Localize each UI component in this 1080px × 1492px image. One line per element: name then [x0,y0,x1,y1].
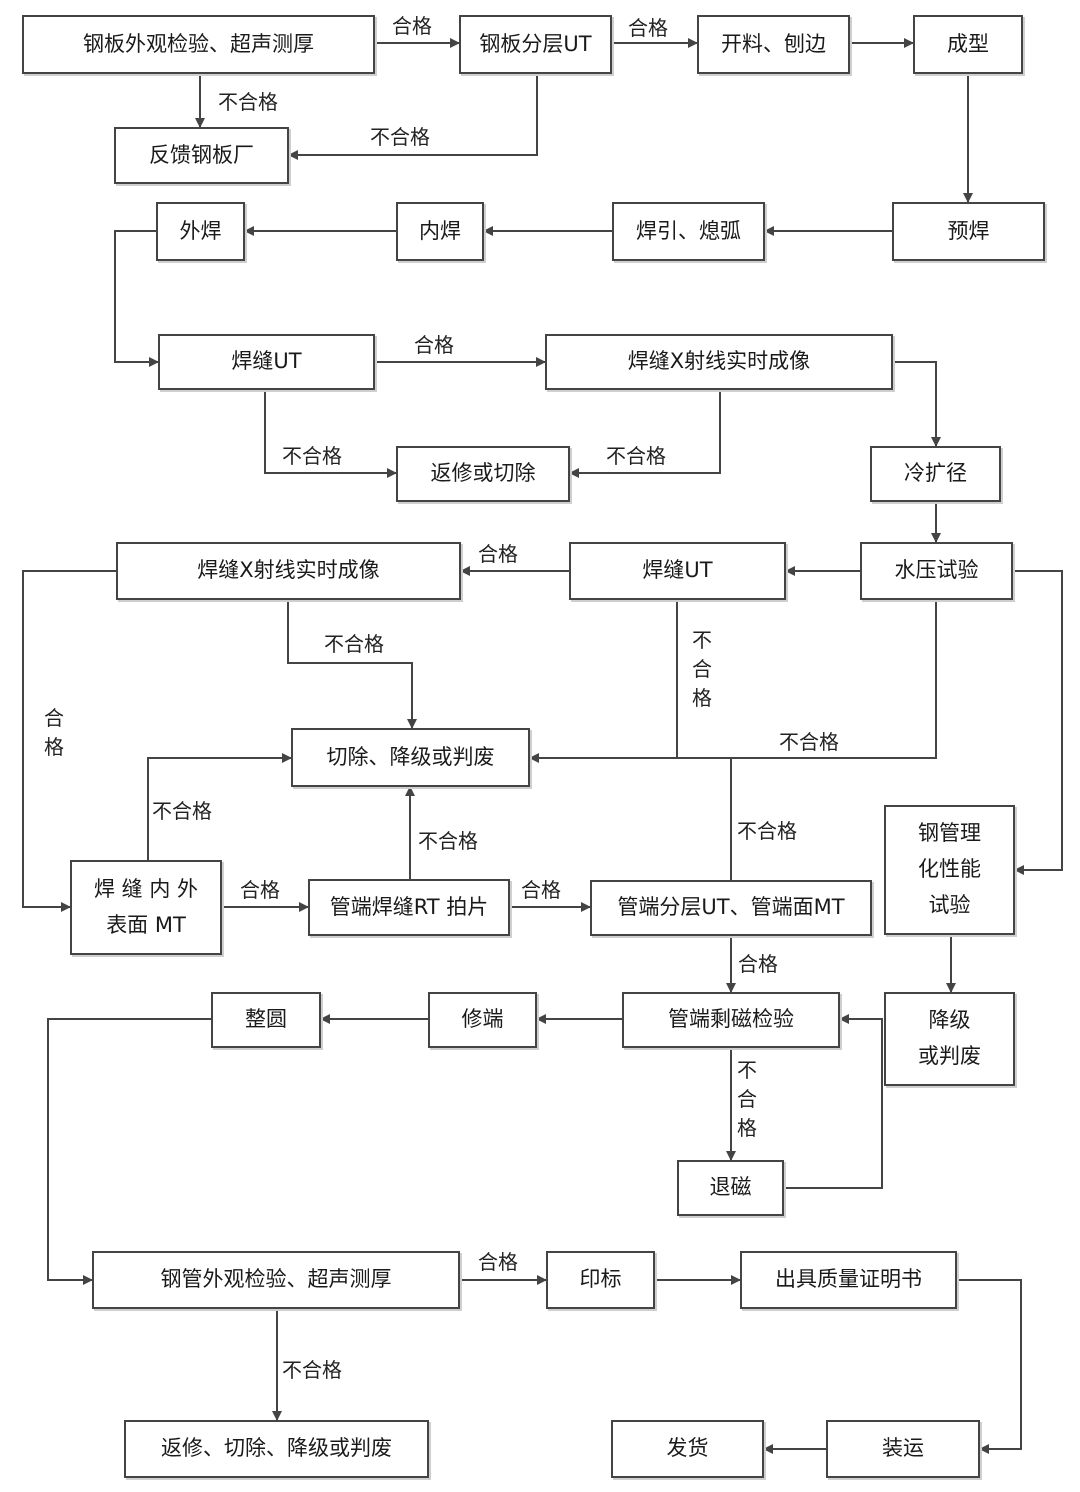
label-fail: 不合格 [737,819,797,843]
label-fail: 不合格 [324,632,384,656]
node-repair-or-cut: 返修或切除 [396,446,570,502]
node-pipe-end-ut-mt: 管端分层UT、管端面MT [590,880,872,936]
arrow-xray-to-coldexpand [893,361,941,447]
label-fail: 不合格 [282,444,342,468]
node-plate-inspection: 钢板外观检验、超声测厚 [22,15,375,74]
node-quality-certificate: 出具质量证明书 [740,1251,957,1309]
label-pass: 合格 [521,878,561,902]
arrow-weldut-to-repair [264,390,397,478]
arrow-demag-to-magnetic [784,1014,883,1189]
label-fail: 不合格 [418,829,478,853]
node-plate-ut: 钢板分层UT [459,15,612,74]
node-arc-strike-extinguish: 焊引、熄弧 [612,202,765,261]
arrow-xray2-to-mt [22,570,116,912]
node-cold-expansion: 冷扩径 [870,446,1001,502]
label-fail: 不合格 [152,799,212,823]
node-forming: 成型 [913,15,1023,74]
label-fail: 不合格 [606,444,666,468]
arrow-xray-to-repair [569,390,721,478]
label-pass: 合格 [738,952,778,976]
label-pass: 合格 [240,878,280,902]
node-cutting-edging: 开料、刨边 [697,15,850,74]
node-pipe-end-rt: 管端焊缝RT 拍片 [308,879,510,936]
node-pipe-inspection: 钢管外观检验、超声测厚 [92,1251,460,1309]
node-final-repair-reject: 返修、切除、降级或判废 [124,1420,429,1478]
node-weld-surface-mt: 焊 缝 内 外 表面 MT [70,860,222,955]
line-hydro-fail [677,600,937,759]
label-fail: 不合格 [218,90,278,114]
label-fail: 不合格 [370,125,430,149]
arrow-hydro-to-props [1013,570,1063,875]
label-fail-vertical: 不 合 格 [737,1058,757,1140]
arrow-xray2-to-cut [287,600,417,729]
arrow-rounding-to-pipeinspect [47,1018,211,1285]
node-cut-downgrade-reject: 切除、降级或判废 [291,728,530,787]
node-weld-xray-1: 焊缝X射线实时成像 [545,334,893,390]
label-pass: 合格 [628,16,668,40]
node-transport: 装运 [826,1420,980,1478]
node-feedback-steel-mill: 反馈钢板厂 [114,127,289,184]
label-pass: 合格 [392,14,432,38]
label-pass: 合格 [414,333,454,357]
arrow-ut-to-feedback [288,74,538,160]
label-pass: 合格 [478,542,518,566]
node-demagnetize: 退磁 [677,1160,784,1216]
node-pipe-properties-test: 钢管理 化性能 试验 [884,805,1015,935]
node-marking: 印标 [546,1251,655,1309]
node-residual-magnetism: 管端剩磁检验 [622,992,840,1048]
arrow-mt-to-cut [147,753,292,860]
node-outer-welding: 外焊 [156,202,245,261]
node-weld-xray-2: 焊缝X射线实时成像 [116,542,461,600]
node-weld-ut-2: 焊缝UT [569,542,786,600]
arrow-outer-to-weldut [114,230,159,367]
node-inner-welding: 内焊 [396,202,484,261]
label-fail: 不合格 [282,1358,342,1382]
node-weld-ut-1: 焊缝UT [158,334,375,390]
node-end-finishing: 修端 [428,992,537,1048]
label-fail-vertical: 不 合 格 [692,628,712,710]
label-pass: 合格 [478,1250,518,1274]
node-downgrade-reject: 降级 或判废 [884,992,1015,1086]
arrow-weldut2-to-cut [529,600,678,763]
node-pre-welding: 预焊 [892,202,1045,261]
label-fail: 不合格 [779,730,839,754]
arrow-certificate-to-transport [957,1279,1022,1454]
label-pass-vertical: 合 格 [44,706,64,759]
node-rounding: 整圆 [211,992,321,1048]
node-hydrostatic-test: 水压试验 [860,542,1013,600]
node-delivery: 发货 [611,1420,764,1478]
